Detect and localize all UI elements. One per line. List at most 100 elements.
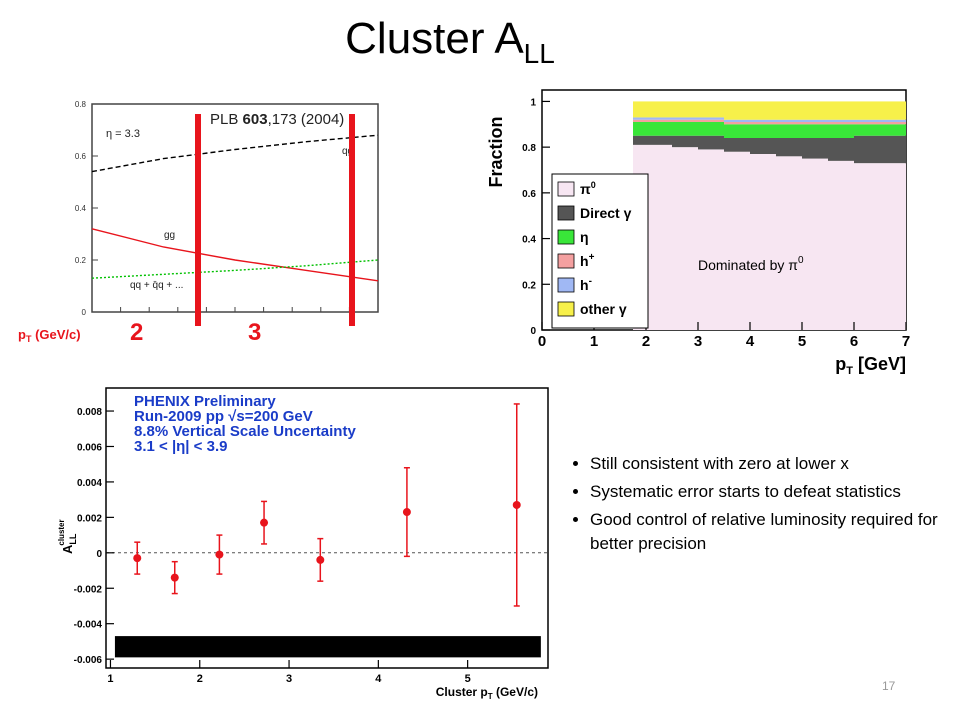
title-subscript: LL (523, 38, 555, 69)
stacked-bar-segment (698, 149, 724, 330)
legend-swatch (557, 229, 575, 245)
dominated-sup: 0 (798, 255, 804, 266)
x-axis-label-units: [GeV] (853, 354, 906, 374)
legend-label: h- (580, 276, 592, 293)
dominated-text: Dominated by π (698, 257, 798, 273)
stacked-bar-segment (854, 163, 906, 330)
data-point (260, 518, 269, 527)
data-point (512, 500, 521, 509)
systematic-band (114, 636, 541, 658)
stacked-bar-segment (672, 135, 698, 148)
data-point (170, 573, 179, 582)
x-tick-label: 1 (107, 673, 113, 685)
bullet-list: Still consistent with zero at lower x Sy… (560, 452, 950, 560)
y-tick-label: 0.6 (75, 152, 87, 161)
legend-label: Direct γ (580, 205, 632, 221)
stacked-bar-segment (646, 101, 672, 118)
stacked-bar-segment (724, 124, 750, 138)
y-axis-label-sup: cluster (57, 519, 66, 545)
y-tick-label: 0.008 (77, 407, 102, 418)
stacked-bar-segment (750, 154, 776, 330)
y-axis-label-main: A (60, 544, 75, 554)
stacked-bar-segment (724, 101, 750, 120)
y-tick-label: -0.004 (74, 620, 103, 631)
stacked-bar-segment (750, 138, 776, 154)
bullet-item: Good control of relative luminosity requ… (590, 508, 950, 556)
stacked-bar-segment (854, 101, 906, 120)
stacked-bar-segment (672, 119, 698, 122)
bullet-item: Systematic error starts to defeat statis… (590, 480, 950, 504)
stacked-bar-segment (750, 124, 776, 138)
stacked-bar-segment (802, 101, 828, 120)
x-tick-label: 6 (850, 333, 858, 350)
y-tick-label: 0.2 (522, 280, 536, 291)
stacked-bar-segment (646, 144, 672, 330)
stacked-bar-segment (776, 119, 802, 122)
x-axis-label-sub: T (488, 692, 493, 701)
series-line (91, 134, 379, 173)
stacked-bar-segment (698, 122, 724, 136)
slide-title: Cluster ALL (0, 14, 900, 70)
y-tick-label: -0.006 (74, 655, 103, 666)
stacked-bar-segment (854, 122, 906, 125)
legend-label-main: π (580, 181, 591, 197)
stacked-bar-segment (854, 119, 906, 122)
stacked-bar-segment (802, 158, 828, 330)
series-label: gg (164, 230, 175, 241)
legend-label-main: Direct γ (580, 205, 632, 221)
legend-label-main: other γ (580, 301, 627, 317)
x-tick-label: 3 (694, 333, 702, 350)
pt-axis-label: pT (GeV/c) (18, 327, 81, 344)
stacked-bar-segment (802, 119, 828, 122)
stacked-bar-segment (633, 122, 646, 136)
annotation-main: PLB (210, 111, 243, 128)
stacked-bar-segment (672, 117, 698, 120)
x-axis-label: Cluster pT (GeV/c) (436, 685, 538, 701)
stacked-bar-segment (646, 117, 672, 120)
stacked-bar-segment (828, 119, 854, 122)
stacked-bar-segment (776, 101, 802, 120)
stacked-bar-segment (633, 101, 646, 118)
stacked-bar-segment (646, 122, 672, 136)
legend-label: π0 (580, 180, 596, 197)
x-tick-label: 1 (590, 333, 598, 350)
x-tick-label: 2 (197, 673, 203, 685)
stacked-bar-segment (698, 119, 724, 122)
stacked-bar-segment (750, 101, 776, 120)
x-axis-label-main: Cluster p (436, 685, 488, 699)
y-axis-label: Fraction (486, 116, 506, 187)
cluster-all-chart: -0.006-0.004-0.00200.0020.0040.0060.0081… (57, 387, 549, 701)
y-tick-label: 0.002 (77, 513, 102, 524)
header-line: PHENIX Preliminary (134, 393, 276, 410)
data-point (402, 508, 411, 517)
stacked-bar-segment (776, 156, 802, 330)
y-tick-label: 0.4 (75, 204, 87, 213)
stacked-bar-segment (828, 138, 854, 161)
y-tick-label: 0 (530, 326, 536, 337)
plot-frame (105, 387, 549, 669)
stacked-bar-segment (646, 119, 672, 122)
stacked-bar-segment (724, 151, 750, 330)
legend-label: other γ (580, 301, 627, 317)
data-point (133, 554, 142, 563)
legend-label-main: η (580, 229, 589, 245)
data-point (316, 555, 325, 564)
reference-annotation: PLB 603,173 (2004) (210, 111, 344, 128)
x-axis-label: pT [GeV] (835, 354, 906, 377)
series-line (91, 228, 379, 282)
legend-label: h+ (580, 252, 595, 269)
pt-marker-2: 2 (130, 319, 143, 346)
pt-label-box: pT (GeV/c) (18, 327, 81, 344)
x-tick-label: 5 (465, 673, 471, 685)
stacked-bar-segment (776, 138, 802, 157)
stacked-bar-segment (828, 101, 854, 120)
y-tick-label: 0.006 (77, 442, 102, 453)
stacked-bar-segment (724, 119, 750, 122)
legend-label-sup: + (589, 252, 595, 263)
legend-label-main: h (580, 277, 589, 293)
legend-swatch (557, 301, 575, 317)
stacked-bar-segment (750, 122, 776, 125)
stacked-bar-segment (802, 122, 828, 125)
series-label: qq + q̄q + ... (130, 280, 183, 291)
